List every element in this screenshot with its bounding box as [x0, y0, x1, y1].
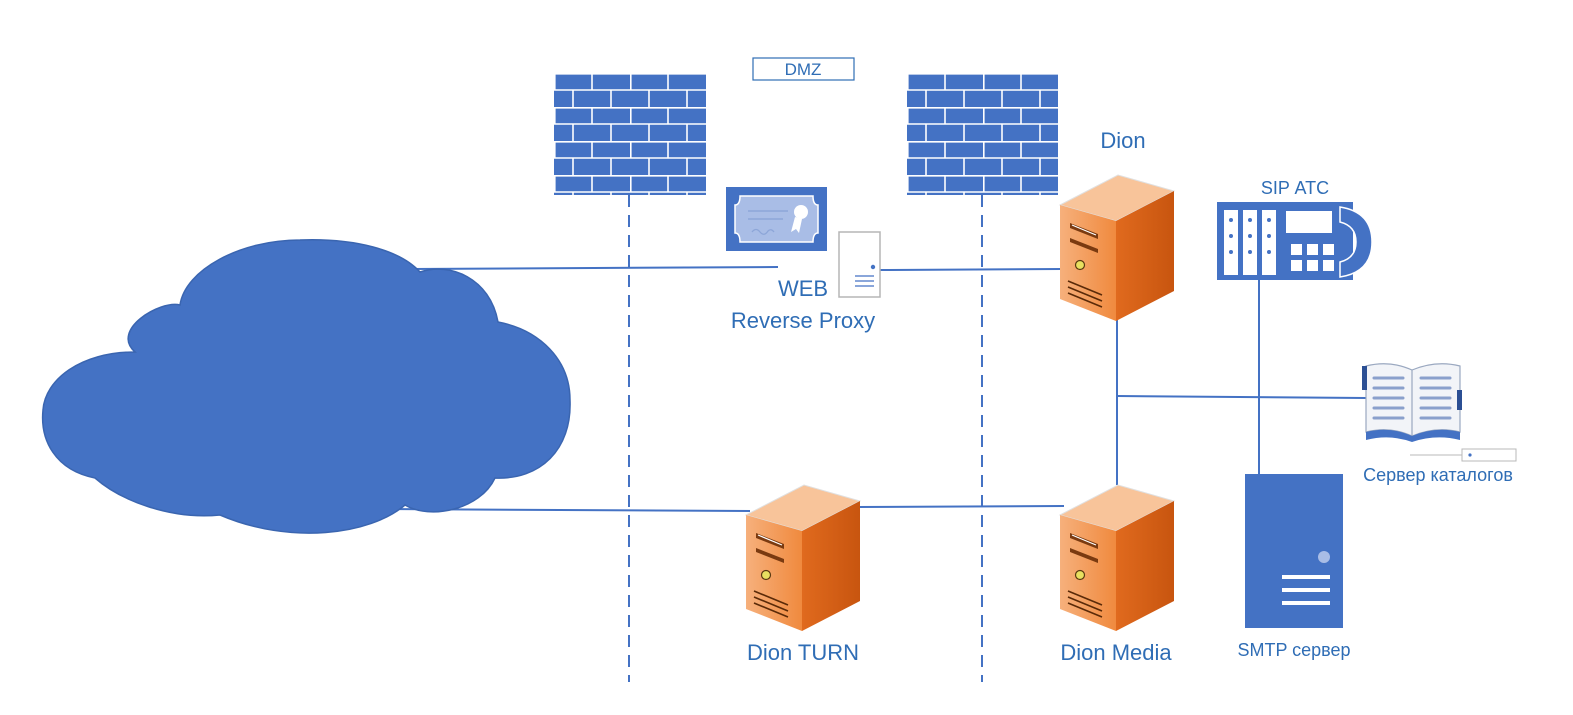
pbx-icon: [1217, 202, 1373, 280]
firewall-icon: [554, 73, 706, 195]
server-icon: [1058, 174, 1176, 321]
proxy-server-icon: [838, 231, 881, 298]
firewall-icon: [907, 73, 1058, 195]
server-icon: [744, 484, 862, 631]
link-cloud-proxy: [409, 266, 779, 270]
sip-label: SIP АТС: [1261, 178, 1329, 198]
cloud-icon: [41, 239, 571, 534]
certificate-icon: [726, 187, 827, 251]
server-icon: [1058, 484, 1176, 631]
media-label: Dion Media: [1060, 640, 1172, 665]
link-bus-directory: [1116, 395, 1367, 399]
dmz-zone-label: DMZ: [752, 57, 855, 81]
turn-label: Dion TURN: [747, 640, 859, 665]
tower-server-icon: [1245, 474, 1343, 628]
book-icon: [1362, 363, 1517, 462]
dmz-label: DMZ: [785, 60, 822, 79]
link-turn-media: [857, 505, 1065, 508]
directory-label: Сервер каталогов: [1363, 465, 1513, 485]
proxy-label-line2: Reverse Proxy: [731, 308, 875, 333]
smtp-label: SMTP сервер: [1237, 640, 1350, 660]
proxy-label-line1: WEB: [778, 276, 828, 301]
dion-label: Dion: [1100, 128, 1145, 153]
link-proxy-dion: [879, 268, 1063, 271]
